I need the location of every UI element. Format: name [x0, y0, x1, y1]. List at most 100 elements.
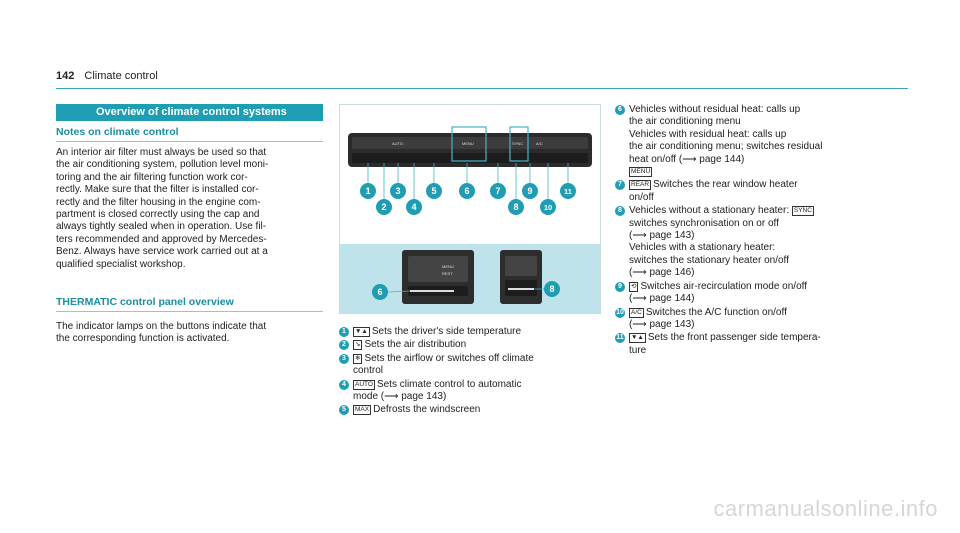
notes-line: the air conditioning system, pollution l… [56, 159, 269, 171]
ac-label: A/C [536, 141, 543, 146]
callout-3: 3 [395, 186, 400, 196]
recirculation-icon: ⟲ [629, 281, 639, 292]
item-number: 5 [339, 405, 349, 416]
item-text: control [353, 365, 384, 377]
item-text: Switches the rear window heater [653, 179, 798, 191]
callout-5: 5 [431, 186, 436, 196]
callout-10: 10 [544, 203, 552, 212]
inset-rest-label: REST [442, 271, 453, 276]
item-number: 6 [615, 105, 625, 115]
panel-illustration: AUTO SYNC A/C MENU 1 2 3 4 5 6 7 [348, 126, 592, 215]
item-text: ture [629, 344, 647, 356]
watermark: carmanualsonline.info [713, 496, 938, 521]
callout-7: 7 [495, 186, 500, 196]
item-text: Vehicles with residual heat: calls up [629, 128, 787, 140]
notes-paragraph: An interior air filter must always be us… [56, 147, 326, 271]
notes-line: rectly. Make sure that the filter is ins… [56, 184, 259, 196]
item-text: (⟶ page 146) [629, 267, 695, 279]
callout-4: 4 [411, 202, 416, 212]
legend-item: 6 Vehicles without residual heat: calls … [615, 104, 915, 178]
inset-callout-8: 8 [549, 284, 554, 294]
legend-item: 3 ❄Sets the airflow or switches off clim… [339, 353, 601, 378]
notes-line: ters recommended and approved by Mercede… [56, 233, 267, 245]
item-text: Sets the air distribution [364, 339, 467, 351]
item-text: on/off [629, 191, 654, 203]
menu-label: MENU [462, 141, 474, 146]
legend-item: 1 ▼▲Sets the driver's side temperature [339, 326, 601, 338]
item-text: the air conditioning menu [629, 116, 741, 128]
thermatic-rule [56, 311, 323, 312]
legend-item: 11 ▼▲Sets the front passenger side tempe… [615, 332, 915, 357]
item-text: (⟶ page 144) [629, 293, 695, 305]
section-title: Overview of climate control systems [96, 106, 287, 118]
inset-illustration: MENU REST 6 8 [372, 250, 560, 304]
item-text: Sets the front passenger side tempera- [647, 332, 821, 344]
inset-callout-6: 6 [377, 287, 382, 297]
defrost-icon: MAX [353, 405, 372, 416]
page-header: 142 Climate control [56, 70, 158, 82]
page-number: 142 [56, 70, 75, 82]
sync-icon: SYNC [791, 206, 814, 217]
legend-item: 2 ↘Sets the air distribution [339, 339, 601, 351]
notes-line: An interior air filter must always be us… [56, 147, 267, 158]
item-text: mode (⟶ page 143) [353, 391, 447, 403]
item-text: heat on/off (⟶ page 144) [629, 153, 745, 165]
item-text: Sets the driver's side temperature [371, 326, 522, 337]
callout-1: 1 [365, 186, 370, 196]
callout-9: 9 [527, 186, 532, 196]
airflow-icon: ❄ [353, 353, 363, 364]
panel-overview: AUTO SYNC A/C MENU 1 2 3 4 5 6 7 [340, 105, 600, 244]
auto-icon: AUTO [353, 379, 375, 390]
legend-item: 9 ⟲Switches air-recirculation mode on/of… [615, 281, 915, 306]
item-text: switches synchronisation on or off [629, 217, 779, 229]
item-number: 2 [339, 340, 349, 351]
callout-2: 2 [381, 202, 386, 212]
header-rule [56, 88, 908, 89]
button-inset: MENU REST 6 8 [340, 244, 600, 313]
ac-icon: A/C [629, 307, 644, 318]
item-number: 3 [339, 353, 349, 364]
inset-menu-label: MENU [442, 264, 454, 269]
item-text: (⟶ page 143) [629, 230, 695, 242]
auto-label: AUTO [392, 141, 403, 146]
notes-heading: Notes on climate control [56, 126, 179, 138]
rear-window-heater-icon: REAR [629, 180, 652, 191]
item-number: 8 [615, 206, 625, 217]
item-text: Vehicles with a stationary heater: [629, 242, 776, 254]
thermatic-line: the corresponding function is activated. [56, 333, 230, 345]
notes-line: Benz. Always have service work carried o… [56, 246, 268, 258]
item-text: the air conditioning menu; switches resi… [629, 141, 823, 153]
item-number: 7 [615, 180, 625, 191]
temperature-icon: ▼▲ [629, 333, 646, 344]
item-text: Vehicles without residual heat: calls up [629, 104, 801, 115]
legend-list-middle: 1 ▼▲Sets the driver's side temperature 2… [339, 326, 601, 418]
item-number: 11 [615, 333, 625, 344]
legend-list-right: 6 Vehicles without residual heat: calls … [615, 104, 915, 358]
air-distribution-icon: ↘ [353, 340, 363, 351]
item-text: Switches the A/C function on/off [645, 306, 787, 318]
sync-label: SYNC [512, 141, 523, 146]
thermatic-line: The indicator lamps on the buttons indic… [56, 321, 267, 332]
item-text: Switches air-recirculation mode on/off [640, 280, 808, 292]
item-text: switches the stationary heater on/off [629, 254, 789, 266]
notes-line: partment is closed correctly using the c… [56, 209, 260, 221]
notes-line: always tightly sealed when in operation.… [56, 221, 267, 233]
item-text: Vehicles without a stationary heater: [629, 205, 792, 217]
item-text: Sets the airflow or switches off climate [364, 352, 534, 364]
chapter-title: Climate control [84, 70, 158, 82]
menu-icon: MENU [629, 167, 653, 178]
notes-line: rectly and the filter housing in the eng… [56, 196, 261, 208]
item-number: 9 [615, 281, 625, 292]
thermatic-heading: THERMATIC control panel overview [56, 296, 234, 308]
item-text: Defrosts the windscreen [373, 404, 481, 416]
item-number: 10 [615, 307, 625, 318]
callout-11: 11 [564, 187, 572, 196]
item-text: Sets climate control to automatic [376, 378, 522, 390]
notes-line: toring and the air filtering function wo… [56, 171, 248, 183]
callout-8: 8 [513, 202, 518, 212]
item-text: (⟶ page 143) [629, 318, 695, 330]
legend-item: 8 Vehicles without a stationary heater: … [615, 205, 915, 279]
